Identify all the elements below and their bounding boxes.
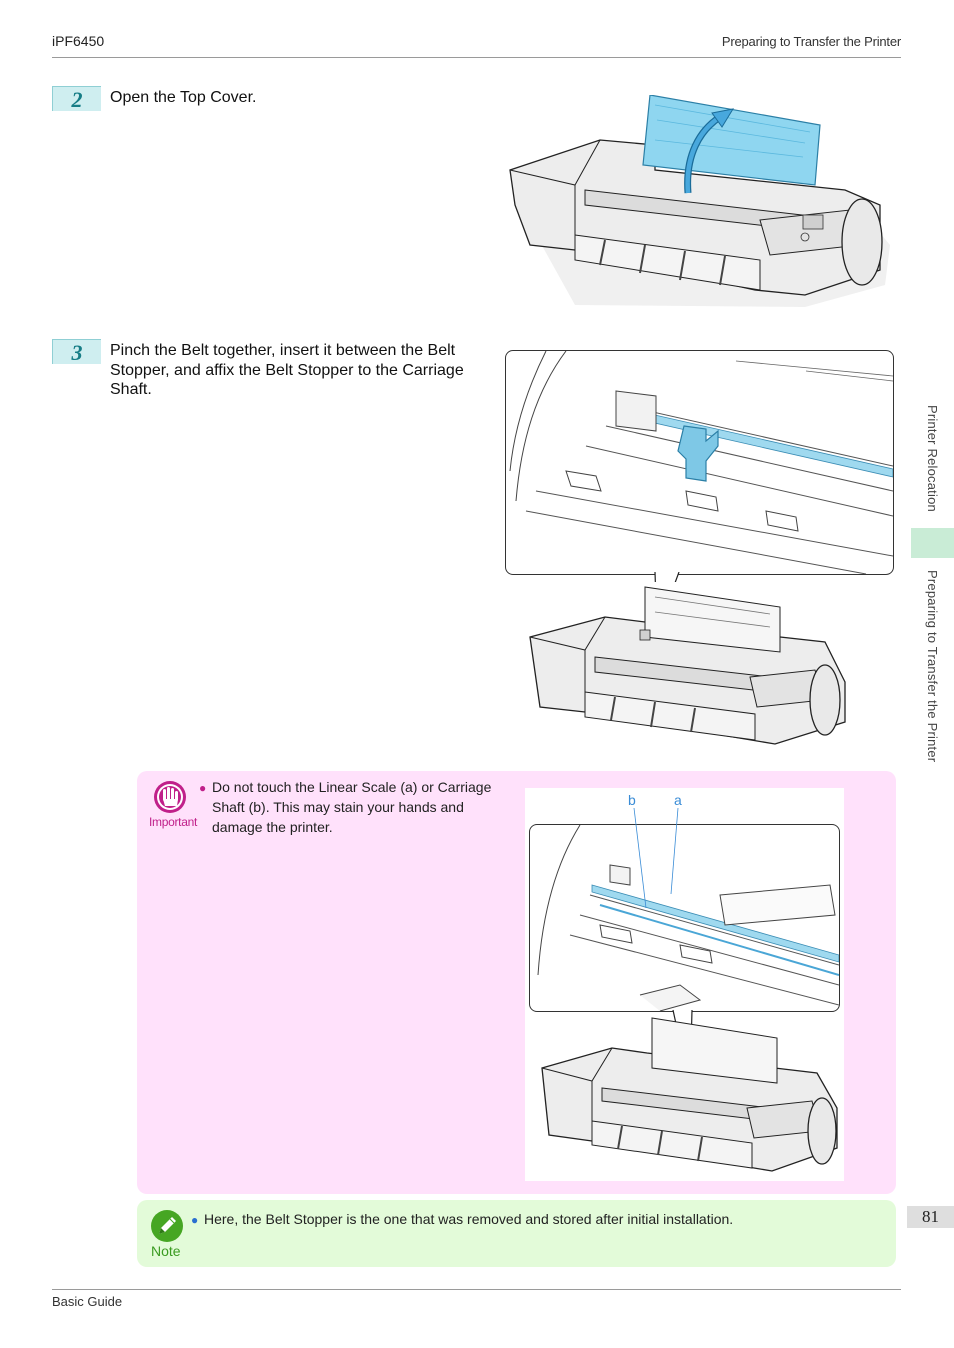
note-box xyxy=(137,1200,896,1267)
side-chapter-label: Printer Relocation xyxy=(925,405,940,512)
step-3-text: Pinch the Belt together, insert it betwe… xyxy=(110,342,464,398)
label-a: a xyxy=(674,792,682,808)
linear-scale-carriage-shaft-figure: b a xyxy=(525,788,844,1181)
step-2-text: Open the Top Cover. xyxy=(110,89,257,106)
pencil-note-icon xyxy=(151,1210,183,1242)
note-label: Note xyxy=(151,1243,181,1259)
hand-stop-icon xyxy=(154,781,186,813)
important-label: Important xyxy=(149,815,197,829)
side-section-label: Preparing to Transfer the Printer xyxy=(925,570,940,763)
printer-overview xyxy=(541,1017,838,1172)
printer-top-cover-open-illustration xyxy=(505,94,895,310)
header-rule xyxy=(52,57,901,58)
side-section-tab[interactable] xyxy=(911,528,954,558)
note-text: Here, the Belt Stopper is the one that w… xyxy=(204,1211,734,1227)
important-text: Do not touch the Linear Scale (a) or Car… xyxy=(212,779,492,835)
label-b: b xyxy=(628,792,636,808)
belt-stopper-closeup-illustration xyxy=(505,350,894,575)
page-number: 81 xyxy=(907,1206,954,1228)
important-bullet-dot: ● xyxy=(199,781,207,795)
header-model: iPF6450 xyxy=(52,33,105,49)
shaft-closeup xyxy=(529,824,840,1012)
step-2-number: 2 xyxy=(52,86,101,112)
printer-with-belt-stopper-illustration xyxy=(525,582,850,752)
header-section: Preparing to Transfer the Printer xyxy=(721,34,901,49)
footer-title: Basic Guide xyxy=(52,1294,123,1309)
note-bullet-dot: ● xyxy=(191,1213,199,1227)
footer-rule xyxy=(52,1289,901,1290)
step-3-number: 3 xyxy=(52,339,101,365)
